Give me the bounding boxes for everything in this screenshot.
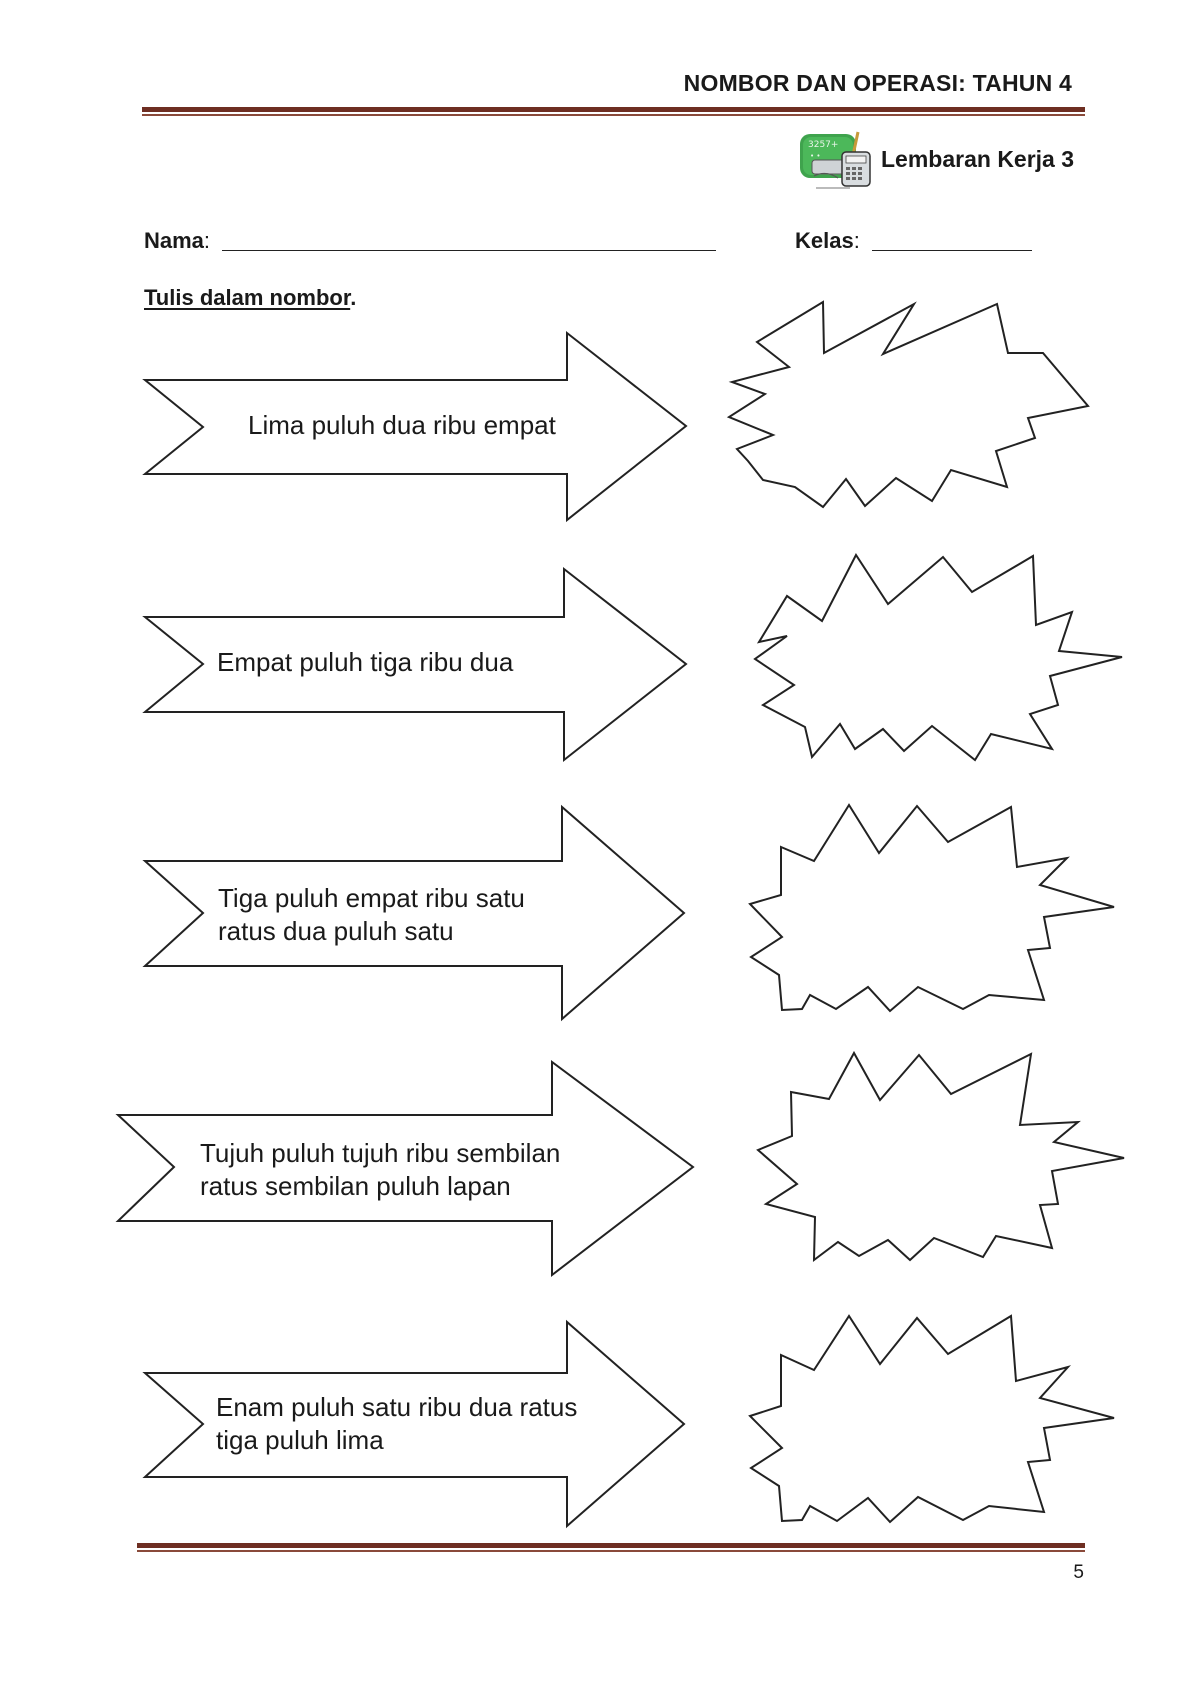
name-label: Nama: [144, 228, 204, 253]
class-label: Kelas: [795, 228, 854, 253]
arrow-shape-4: [115, 1060, 695, 1278]
svg-text:• •: • •: [810, 152, 820, 160]
footer-rule-thin: [137, 1550, 1085, 1552]
worksheet-title: Lembaran Kerja 3: [881, 146, 1075, 172]
footer-rule: [137, 1543, 1085, 1548]
arrow-text-3-line-1: Tiga puluh empat ribu satu: [218, 883, 525, 913]
arrow-text-3-line-2: ratus dua puluh satu: [218, 916, 454, 946]
arrow-text-4: Tujuh puluh tujuh ribu sembilan ratus se…: [200, 1137, 560, 1203]
answer-starburst-3: [748, 803, 1115, 1013]
arrow-shape-1: [142, 330, 688, 523]
arrow-shape-5: [142, 1319, 686, 1529]
arrow-text-1-line-1: Lima puluh dua ribu empat: [248, 410, 556, 440]
class-input-line[interactable]: [872, 250, 1032, 251]
name-input-line[interactable]: [222, 250, 716, 251]
instruction: Tulis dalam nombor.: [144, 285, 356, 311]
answer-starburst-4: [756, 1050, 1125, 1263]
instruction-punct: .: [350, 285, 357, 310]
arrow-shape-3: [142, 804, 686, 1022]
page-number: 5: [1073, 1562, 1084, 1583]
arrow-text-2: Empat puluh tiga ribu dua: [217, 646, 513, 679]
arrow-shape-2: [142, 566, 688, 763]
answer-starburst-5: [748, 1314, 1115, 1524]
arrow-text-4-line-2: ratus sembilan puluh lapan: [200, 1171, 511, 1201]
arrow-text-1: Lima puluh dua ribu empat: [248, 409, 556, 442]
arrow-text-3: Tiga puluh empat ribu satu ratus dua pul…: [218, 882, 525, 948]
arrow-text-5-line-1: Enam puluh satu ribu dua ratus: [216, 1392, 578, 1422]
answer-starburst-1: [726, 300, 1090, 509]
class-field-row: Kelas:: [795, 228, 860, 254]
page-header-title: NOMBOR DAN OPERASI: TAHUN 4: [683, 70, 1072, 96]
header-rule-thin: [142, 114, 1085, 116]
header-rule: [142, 107, 1085, 112]
chalkboard-text: 3257+: [808, 140, 838, 150]
calculator-chalkboard-icon: 3257+ • •: [798, 130, 874, 196]
arrow-text-2-line-1: Empat puluh tiga ribu dua: [217, 647, 514, 677]
answer-starburst-2: [753, 553, 1123, 762]
arrow-text-5-line-2: tiga puluh lima: [216, 1425, 384, 1455]
instruction-text: Tulis dalam nombor: [144, 285, 351, 310]
name-colon: :: [203, 228, 211, 253]
arrow-text-5: Enam puluh satu ribu dua ratus tiga pulu…: [216, 1391, 577, 1457]
class-colon: :: [853, 228, 860, 253]
name-field-row: Nama:: [144, 228, 210, 254]
arrow-text-4-line-1: Tujuh puluh tujuh ribu sembilan: [200, 1138, 561, 1168]
